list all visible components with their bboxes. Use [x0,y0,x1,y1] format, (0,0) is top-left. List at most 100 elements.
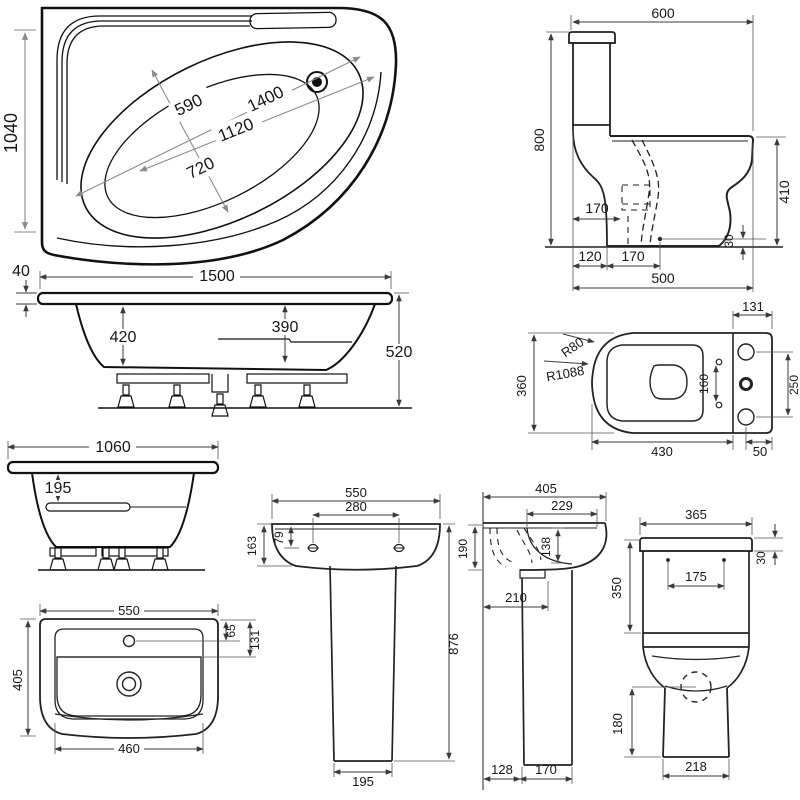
dim-label-bath-depth-front: 420 [110,329,137,346]
bath-support-frame [98,373,412,417]
dim-label-wall-gap: 128 [491,762,513,777]
dim-toilet-outlet-height: 30 [722,225,746,260]
dim-toilet-base-splits: 120 170 [572,248,661,269]
dim-toilet-plan-width: 360 [514,332,614,434]
dim-bowl-opening: 229 [526,498,598,527]
dim-label-bath-inner-length: 1120 [215,114,256,145]
dim-cistern-height: 350 [609,539,641,634]
dim-label-lid-height: 30 [754,551,768,565]
dim-bath-overall-height: 520 [379,292,419,407]
dim-label-toilet-plan-width: 360 [514,375,529,397]
annotation-corner-radius: R80 [558,333,595,360]
view-basin-pedestal-front: 550 280 79 163 876 195 [245,485,461,789]
dim-label-toilet-bowl-height: 410 [776,180,792,204]
dim-bath-side-length: 1500 [39,268,392,289]
cistern-inlet [739,377,753,391]
dim-basin-plan-depth: 405 [10,618,36,737]
view-toilet-plan: 131 360 R80 R1088 160 250 430 [514,299,800,459]
view-basin-pedestal-side: 405 229 190 138 210 128 170 [456,481,608,790]
bath-end-ledge [45,502,131,512]
dim-bath-depth-back: 390 [265,305,305,363]
dim-label-pedestal-width: 195 [352,774,374,789]
annotation-side-radius: R1088 [543,360,589,384]
toilet-bowl-opening [649,364,688,400]
dim-label-basin-plan-depth: 405 [10,669,25,691]
basin-drain [116,671,142,697]
dim-toilet-trap-setback: 170 [572,200,621,222]
dim-label-toilet-height: 800 [531,128,547,152]
dim-toilet-depth: 600 [572,5,754,25]
view-basin-plan: 550 405 65 131 460 [10,603,262,756]
dim-bath-end-width: 1060 [7,439,219,459]
dim-bath-inner-length: 1120 [139,76,375,172]
view-bath-end: 1060 195 [6,439,220,571]
dim-pedestal-base: 128 170 [483,762,573,784]
dim-label-basin-tap-offset: 65 [224,624,238,638]
dim-bath-overall-depth: 1040 [1,29,36,233]
dim-fixing-centres: 250 [756,351,800,418]
dim-label-basin-front-width: 550 [345,485,367,500]
dim-label-pan-depth: 430 [651,444,673,459]
dim-label-hinge-centres: 160 [697,374,711,394]
dim-bowl-inner-depth: 138 [539,527,565,564]
bath-end-support-frame [38,547,205,571]
dim-label-bath-rim-height: 40 [12,263,30,280]
dim-label-toilet-base-mid: 170 [621,248,645,264]
dim-label-basin-overall-height: 876 [446,633,461,655]
dim-bath-rim-height: 40 [12,263,37,317]
dim-tap-drop: 79 [272,526,299,549]
view-toilet-front: 365 30 175 350 180 218 [609,507,783,780]
dim-label-toilet-depth: 600 [651,5,675,21]
dim-label-cistern-height: 350 [609,577,624,599]
hinge-hole-bottom [715,401,723,409]
dim-toilet-base-depth: 500 [572,270,754,291]
dim-label-pedestal-depth: 170 [535,762,557,777]
toilet-trap-hidden-lines [621,139,660,247]
dim-tap-centres: 280 [312,499,400,543]
dim-label-tap-drop: 79 [272,531,286,545]
dim-hinge-centres: 160 [697,365,719,402]
dim-basin-deck-depth: 131 [204,621,262,658]
dim-basin-tap-offset: 65 [136,619,256,642]
dim-label-basin-deck-depth: 131 [248,630,262,650]
toilet-seat [606,344,704,422]
dim-toilet-bowl-height: 410 [756,136,792,246]
dim-pedestal-width: 195 [333,763,393,789]
dim-rim-drop: 190 [456,524,482,571]
dim-label-back-offset: 50 [753,444,767,459]
dim-basin-overall-height: 876 [394,523,461,762]
label-side-radius: R1088 [545,363,585,384]
dim-label-basin-side-depth: 405 [535,481,557,496]
dim-label-toilet-base-front: 120 [578,248,602,264]
pedestal-front [329,565,397,762]
basin-tap-holes [307,543,405,553]
view-corner-bath-plan: 1040 1400 1120 590 720 [1,6,398,266]
dim-label-bath-depth-back: 390 [272,319,299,336]
dim-label-rim-drop: 190 [456,539,470,559]
dim-cistern-fixing-centres: 175 [666,558,726,590]
cistern-hole-top [737,343,755,361]
hinge-hole-top [715,358,723,366]
dim-trap-setback: 210 [483,581,549,611]
label-corner-radius: R80 [558,334,586,360]
dim-cistern-depth: 131 [732,299,773,329]
basin-side-hidden-lines [489,527,542,568]
dim-label-cistern-fixing-centres: 175 [685,569,707,584]
dim-basin-plan-width: 550 [39,603,219,618]
cistern-hole-bottom [737,408,755,426]
dim-cistern-width: 365 [639,507,753,535]
dim-label-bath-end-width: 1060 [95,439,131,456]
dim-label-cistern-width: 365 [685,507,707,522]
dim-label-cistern-depth: 131 [742,299,764,314]
dim-label-bowl-inner-depth: 138 [539,537,553,557]
view-toilet-side: 600 800 410 170 30 120 170 5 [531,5,792,292]
dim-outlet-height: 180 [610,686,696,758]
dim-label-bath-overall-height: 520 [386,344,413,361]
dim-label-bowl-opening: 229 [551,498,573,513]
dim-basin-side-depth: 405 [483,481,607,521]
dim-label-basin-bowl-width: 460 [118,741,140,756]
basin-tap-hole [122,634,136,648]
dim-label-base-width: 218 [685,759,707,774]
dim-label-bowl-depth: 163 [245,536,259,556]
dim-label-bath-end-ledge-depth: 195 [45,480,72,497]
